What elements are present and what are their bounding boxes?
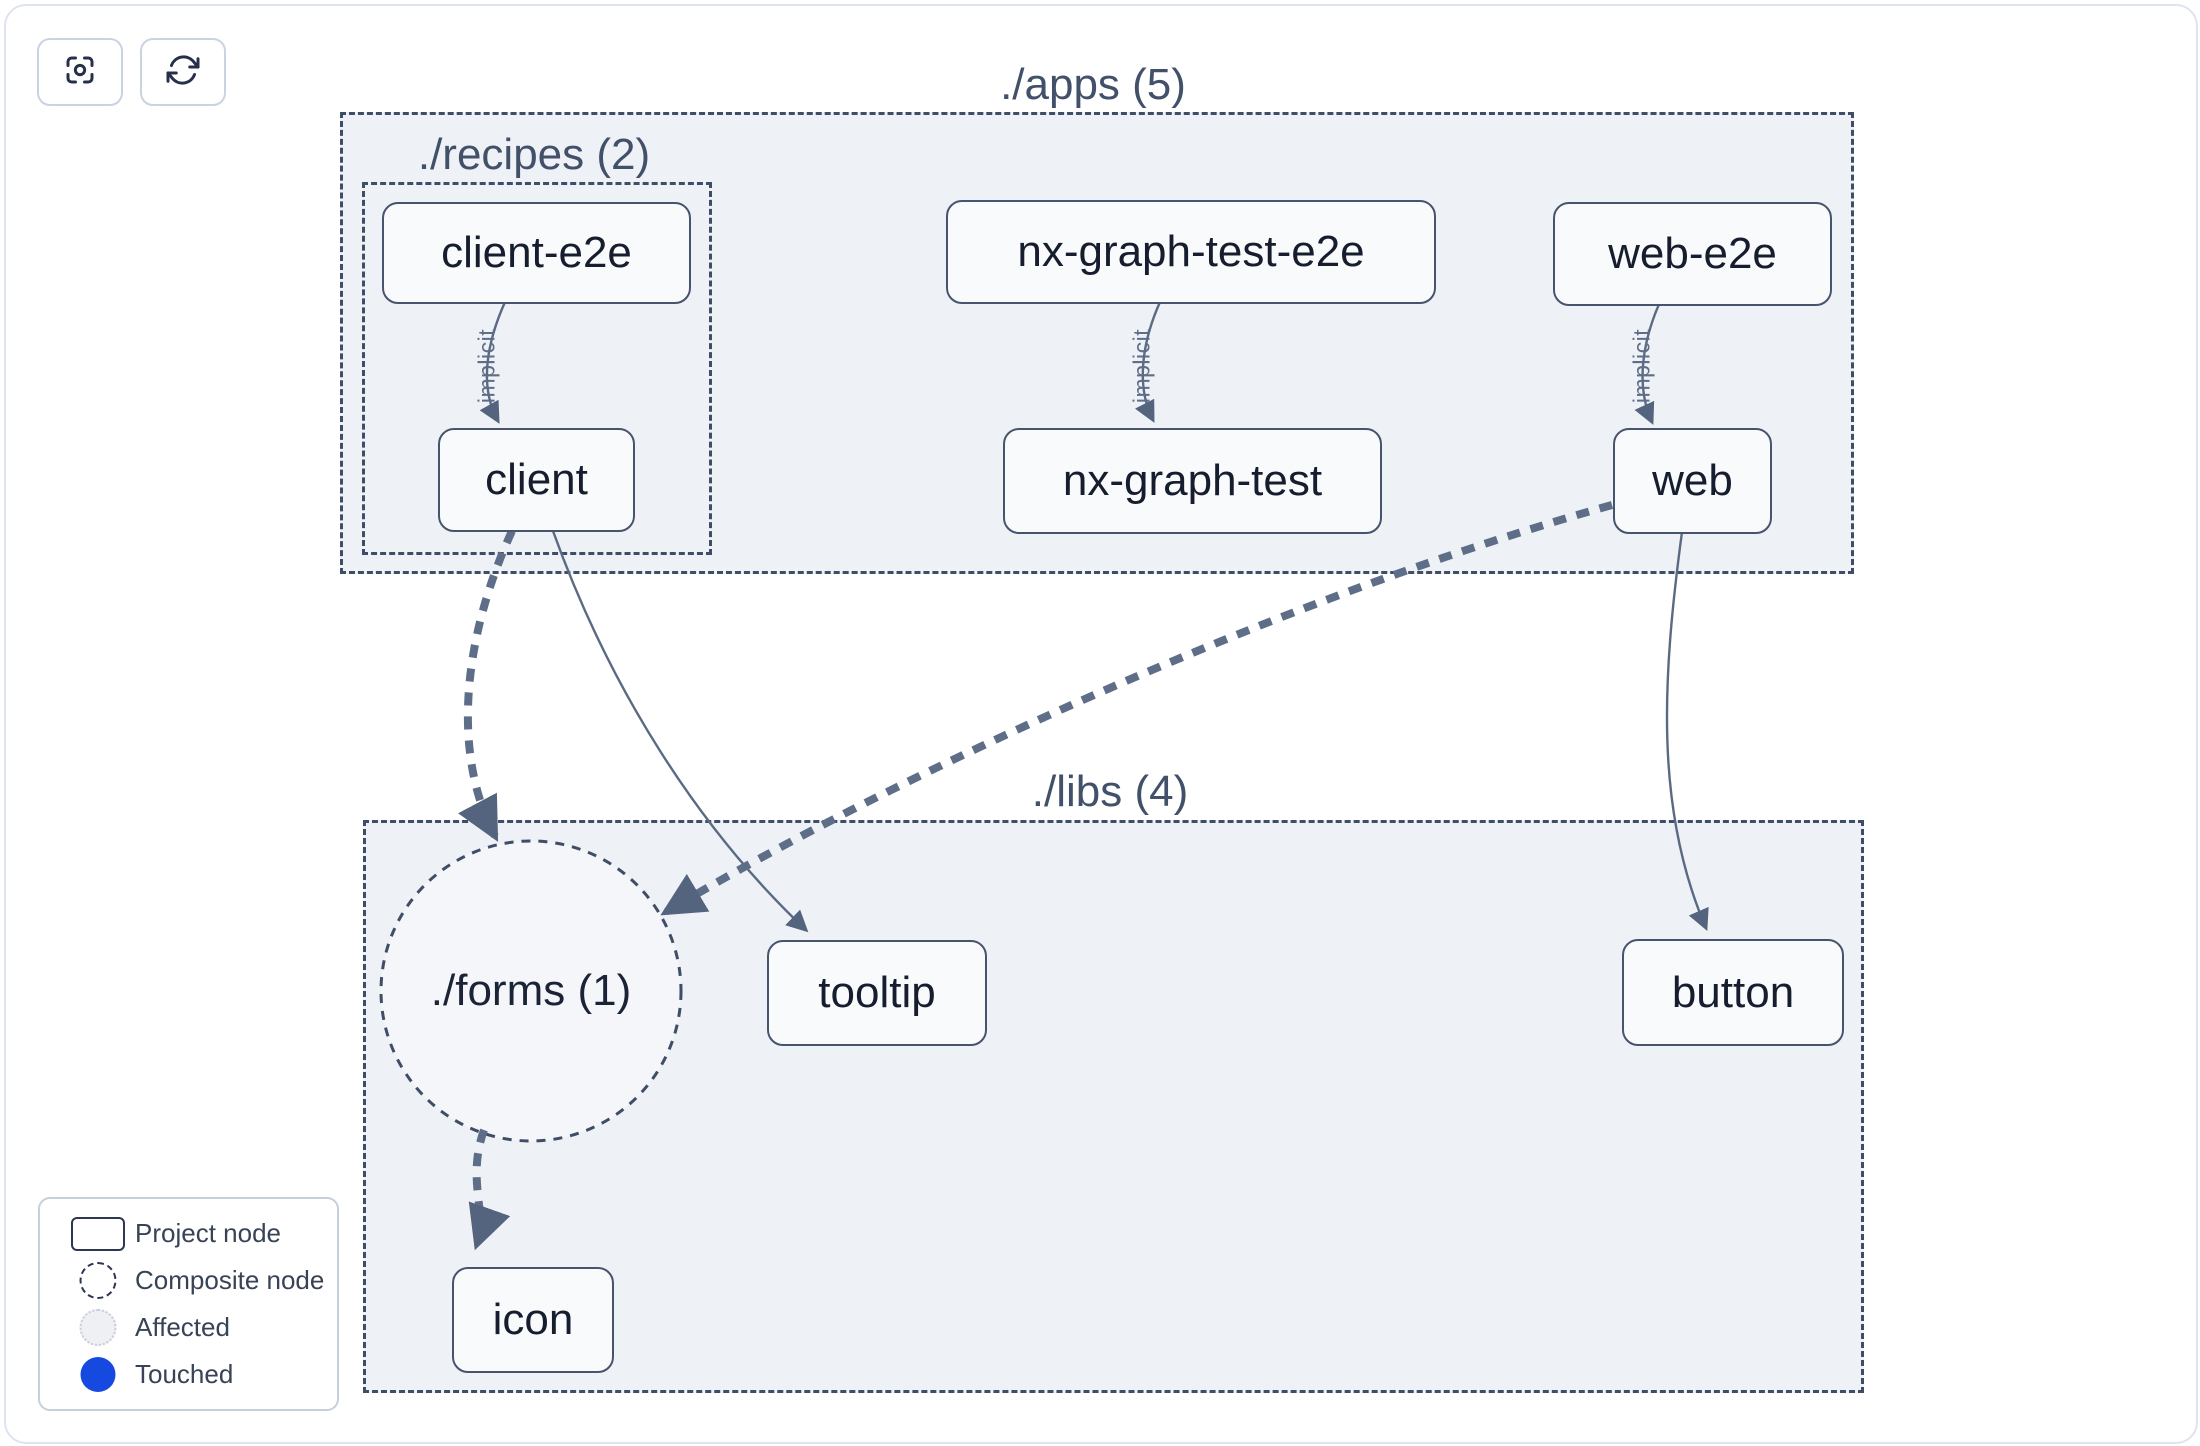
- node-button[interactable]: button: [1622, 939, 1844, 1046]
- node-web[interactable]: web: [1613, 428, 1772, 534]
- node-web-e2e[interactable]: web-e2e: [1553, 202, 1832, 306]
- legend: Project node Composite node Affected Tou…: [38, 1197, 339, 1411]
- node-label: web: [1652, 456, 1733, 505]
- group-label-apps: ./apps (5): [1000, 60, 1186, 109]
- focus-icon: [62, 52, 98, 93]
- node-tooltip[interactable]: tooltip: [767, 940, 987, 1046]
- touched-swatch: [80, 1357, 116, 1392]
- group-label-recipes: ./recipes (2): [417, 130, 651, 179]
- node-label: tooltip: [818, 968, 936, 1017]
- node-nx-graph-test-e2e[interactable]: nx-graph-test-e2e: [946, 200, 1436, 304]
- node-label: web-e2e: [1608, 229, 1777, 278]
- edge-label-implicit: implicit: [1128, 328, 1155, 404]
- node-client-e2e[interactable]: client-e2e: [382, 202, 691, 304]
- node-nx-graph-test[interactable]: nx-graph-test: [1003, 428, 1382, 534]
- legend-label: Touched: [135, 1359, 234, 1389]
- affected-swatch: [79, 1309, 117, 1346]
- node-label: client: [485, 455, 588, 504]
- project-node-swatch: [71, 1216, 125, 1251]
- node-label: client-e2e: [441, 228, 632, 277]
- node-icon[interactable]: icon: [452, 1267, 614, 1373]
- legend-label: Composite node: [135, 1265, 325, 1295]
- graph-toolbar: [37, 38, 226, 106]
- node-label: button: [1671, 967, 1795, 1017]
- group-label-libs: ./libs (4): [1031, 767, 1189, 816]
- edge-label-implicit: implicit: [473, 328, 500, 404]
- node-client[interactable]: client: [438, 428, 635, 532]
- legend-item-composite-node: Composite node: [40, 1257, 337, 1304]
- node-label: icon: [492, 1295, 574, 1344]
- legend-label: Project node: [135, 1218, 281, 1248]
- legend-item-touched: Touched: [40, 1351, 337, 1398]
- refresh-button[interactable]: [140, 38, 226, 106]
- legend-item-affected: Affected: [40, 1304, 337, 1351]
- node-label: nx-graph-test-e2e: [1017, 227, 1365, 276]
- edge-label-implicit: implicit: [1628, 328, 1655, 404]
- refresh-icon: [165, 52, 201, 93]
- node-label: nx-graph-test: [1062, 456, 1323, 505]
- focus-button[interactable]: [37, 38, 123, 106]
- composite-node-swatch: [79, 1262, 117, 1299]
- composite-node-forms-label[interactable]: ./forms (1): [430, 966, 632, 1015]
- legend-item-project-node: Project node: [40, 1210, 337, 1257]
- legend-label: Affected: [135, 1312, 230, 1342]
